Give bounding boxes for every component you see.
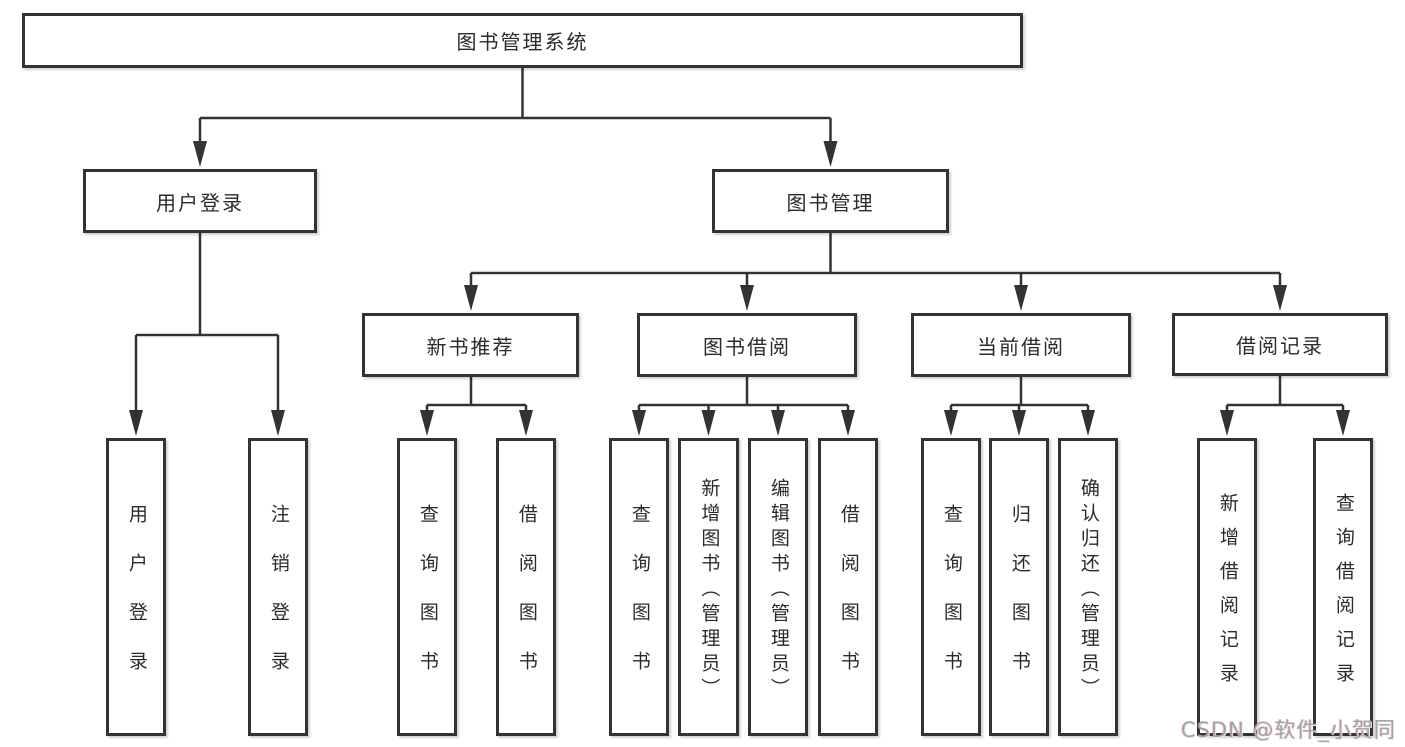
leaf-edit-books-admin: 编辑图书（管理员） [748, 438, 808, 736]
node-label: 借阅图书 [837, 504, 860, 700]
arrowhead-icon [740, 285, 754, 311]
node-label: 新增借阅记录 [1216, 492, 1239, 697]
leaf-return-books: 归还图书 [989, 438, 1049, 736]
node-label: 注销登录 [267, 504, 290, 700]
node-label: 查询图书 [628, 504, 651, 700]
arrowhead-icon [1336, 410, 1350, 436]
node-label: 当前借阅 [977, 334, 1065, 359]
arrowhead-icon [944, 410, 958, 436]
arrowhead-icon [632, 410, 646, 436]
leaf-logout: 注销登录 [248, 438, 308, 736]
leaf-query-borrow-record: 查询借阅记录 [1313, 438, 1373, 736]
connector-borrow-records-children [1220, 376, 1350, 436]
node-label: 新书推荐 [426, 334, 515, 359]
node-new-book-recommend: 新书推荐 [362, 313, 579, 377]
connector-book-management-children [464, 233, 1287, 311]
leaf-add-books-admin: 新增图书（管理员） [678, 438, 739, 736]
arrowhead-icon [841, 410, 855, 436]
arrowhead-icon [1081, 410, 1095, 436]
leaf-borrow-books-recommend: 借阅图书 [496, 438, 556, 736]
connector-root-to-level2 [193, 68, 838, 167]
node-label: 借阅图书 [515, 504, 538, 700]
arrowhead-icon [1220, 410, 1234, 436]
leaf-user-login: 用户登录 [106, 438, 166, 736]
node-label: 归还图书 [1008, 504, 1031, 700]
node-label: 用户登录 [125, 504, 148, 700]
arrowhead-icon [771, 410, 785, 436]
arrowhead-icon [1012, 410, 1026, 436]
node-user-login: 用户登录 [83, 169, 317, 233]
leaf-query-books-borrow: 查询图书 [609, 438, 669, 736]
arrowhead-icon [1014, 285, 1028, 311]
node-label: 图书管理系统 [456, 30, 589, 54]
node-label: 查询图书 [940, 504, 963, 700]
leaf-add-borrow-record: 新增借阅记录 [1197, 438, 1257, 736]
node-label: 借阅记录 [1236, 334, 1324, 358]
leaf-borrow-books: 借阅图书 [818, 438, 878, 736]
arrowhead-icon [464, 285, 478, 311]
node-label: 新增图书（管理员） [698, 477, 721, 703]
arrowhead-icon [701, 410, 716, 436]
node-label: 用户登录 [156, 190, 244, 215]
node-borrow-records: 借阅记录 [1172, 313, 1388, 376]
arrowhead-icon [823, 141, 838, 167]
connector-new-book-children [420, 377, 533, 436]
connector-current-borrow-children [944, 377, 1095, 436]
node-label: 编辑图书（管理员） [767, 477, 790, 703]
node-label: 确认归还（管理员） [1077, 477, 1100, 703]
arrowhead-icon [129, 410, 143, 436]
node-label: 查询图书 [416, 504, 439, 700]
node-current-borrow: 当前借阅 [911, 313, 1131, 377]
csdn-watermark: CSDN @软件_小贺同学 [1181, 718, 1397, 742]
arrowhead-icon [420, 410, 434, 436]
node-label: 查询借阅记录 [1332, 492, 1355, 697]
node-label: 图书借阅 [703, 334, 791, 359]
node-book-borrow: 图书借阅 [637, 313, 857, 377]
node-label: 图书管理 [786, 190, 875, 215]
connector-book-borrow-children [632, 377, 855, 436]
node-library-management-system: 图书管理系统 [22, 13, 1023, 68]
arrowhead-icon [519, 410, 533, 436]
arrowhead-icon [271, 410, 285, 436]
connector-user-login-children [129, 233, 285, 436]
leaf-confirm-return-admin: 确认归还（管理员） [1058, 438, 1118, 736]
leaf-query-books-current: 查询图书 [921, 438, 981, 736]
leaf-query-books-recommend: 查询图书 [397, 438, 457, 736]
node-book-management: 图书管理 [712, 169, 949, 233]
arrowhead-icon [193, 141, 207, 167]
arrowhead-icon [1273, 285, 1287, 311]
